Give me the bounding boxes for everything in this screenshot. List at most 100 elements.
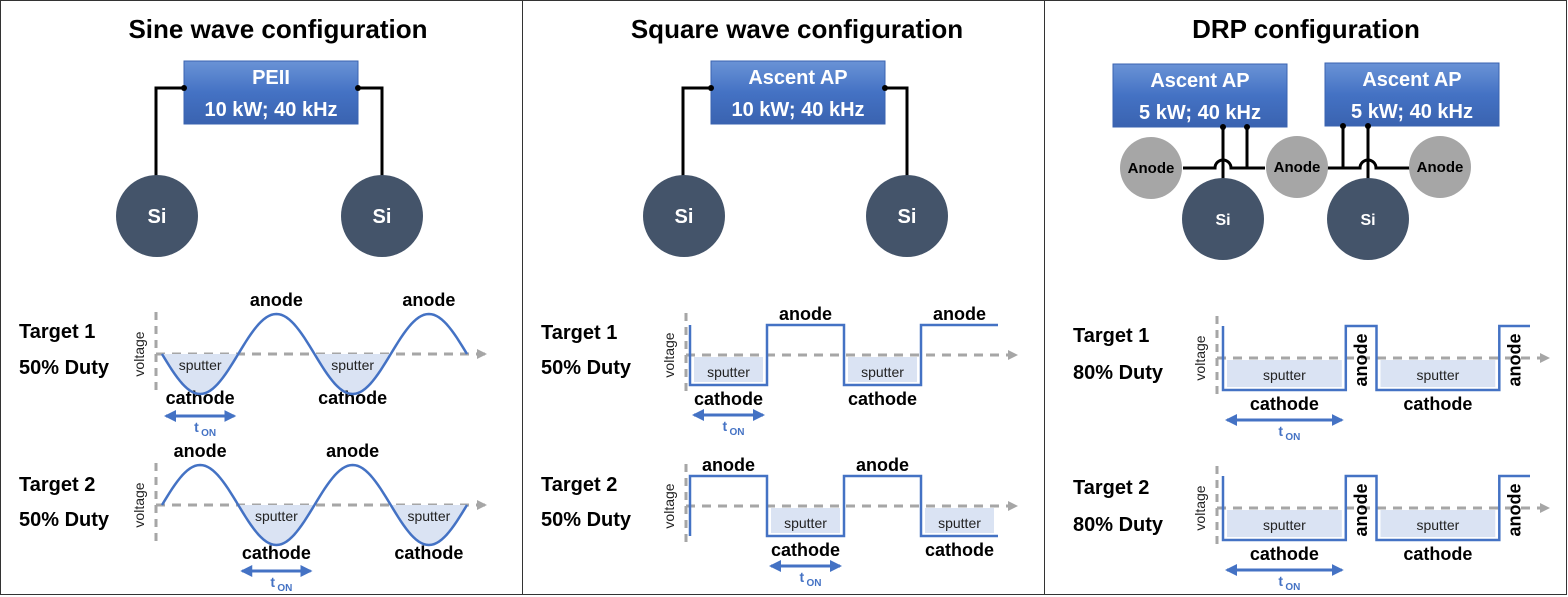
ton-subscript: ON <box>277 583 292 594</box>
cathode-label: cathode <box>1403 544 1472 564</box>
target-label: Target 2 <box>541 474 617 496</box>
wire-right <box>358 86 384 178</box>
panel-drp: DRP configuration Ascent AP 5 kW; 40 kHz… <box>1112 14 1500 260</box>
power-supply-box-2: Ascent AP 5 kW; 40 kHz <box>1324 62 1500 127</box>
axis-label-voltage: voltage <box>661 332 677 377</box>
terminal-dot <box>1244 124 1250 130</box>
anode-circle-3 <box>1409 136 1471 198</box>
square-waveform <box>1221 474 1530 542</box>
panel-square: Square wave configuration Ascent AP 10 k… <box>631 14 963 257</box>
wire-left <box>154 86 184 178</box>
sputter-label: sputter <box>1263 517 1306 533</box>
sputter-region <box>1380 360 1496 387</box>
sputter-region <box>1380 510 1496 537</box>
ton-label: t <box>270 574 275 590</box>
panel-title: Sine wave configuration <box>128 14 427 44</box>
target-si-label: Si <box>675 206 694 228</box>
power-supply-rect <box>1324 62 1500 127</box>
terminal-dot <box>181 85 187 91</box>
target-label: Target 1 <box>19 321 95 343</box>
cathode-label: cathode <box>1250 544 1319 564</box>
anode-label: anode <box>250 290 303 310</box>
square-waveform <box>688 323 998 387</box>
sputter-label: sputter <box>407 508 450 524</box>
square-waveform <box>1221 324 1530 392</box>
target-si-1 <box>643 175 725 257</box>
sputter-label: sputter <box>707 364 750 380</box>
anode-label: anode <box>1504 333 1524 386</box>
axis-label-voltage: voltage <box>1192 335 1208 380</box>
sputter-region <box>238 505 315 545</box>
anode-label: anode <box>779 304 832 324</box>
anode-circle-1 <box>1120 137 1182 199</box>
sine-waveform <box>160 312 469 396</box>
sputter-region <box>1227 360 1342 387</box>
duty-label: 50% Duty <box>541 357 632 379</box>
cathode-label: cathode <box>848 389 917 409</box>
power-supply-box: PEII 10 kW; 40 kHz <box>183 60 359 125</box>
terminal-dot <box>1365 123 1371 129</box>
power-supply-rect <box>183 60 359 125</box>
cathode-label: cathode <box>1250 394 1319 414</box>
power-supply-box-1: Ascent AP 5 kW; 40 kHz <box>1112 63 1288 128</box>
anode-label: Anode <box>1417 159 1464 176</box>
anode-label: Anode <box>1274 159 1321 176</box>
target-si-1 <box>116 175 198 257</box>
cathode-label: cathode <box>694 389 763 409</box>
wire-right <box>885 86 909 178</box>
drp-wiring <box>1183 126 1410 180</box>
sputter-label: sputter <box>1416 367 1459 383</box>
sputter-label: sputter <box>1263 367 1306 383</box>
ton-label: t <box>1278 573 1283 589</box>
ton-label: t <box>1278 423 1283 439</box>
anode-label: anode <box>856 455 909 475</box>
ton-label: t <box>800 569 805 585</box>
wire-left <box>681 86 711 178</box>
duty-label: 50% Duty <box>19 509 110 531</box>
terminal-dot <box>708 85 714 91</box>
target-label: Target 1 <box>541 322 617 344</box>
target-si-label: Si <box>148 206 167 228</box>
target-si-2 <box>866 175 948 257</box>
anode-label: anode <box>174 441 227 461</box>
power-supply-rect <box>710 60 886 125</box>
power-supply-spec: 5 kW; 40 kHz <box>1139 102 1261 124</box>
sputter-label: sputter <box>179 357 222 373</box>
sputter-label: sputter <box>938 515 981 531</box>
duty-label: 80% Duty <box>1073 362 1164 384</box>
target-si-2 <box>1327 178 1409 260</box>
terminal-dot <box>1220 124 1226 130</box>
axis-label-voltage: voltage <box>1192 485 1208 530</box>
terminal-dot <box>1340 123 1346 129</box>
sputter-label: sputter <box>255 508 298 524</box>
anode-label: anode <box>1504 483 1524 536</box>
target-label: Target 2 <box>1073 477 1149 499</box>
sputter-region <box>771 508 840 533</box>
cathode-label: cathode <box>242 543 311 563</box>
target-si-label: Si <box>898 206 917 228</box>
ton-subscript: ON <box>1285 432 1300 443</box>
target-si-2 <box>341 175 423 257</box>
anode-label: anode <box>933 304 986 324</box>
ton-label: t <box>723 418 728 434</box>
target-si-label: Si <box>1215 212 1230 229</box>
anode-circle-2 <box>1266 136 1328 198</box>
duty-label: 50% Duty <box>19 357 110 379</box>
duty-label: 50% Duty <box>541 509 632 531</box>
panel-sine: Sine wave configuration PEII 10 kW; 40 k… <box>116 14 428 257</box>
sputter-region <box>1227 510 1342 537</box>
duty-label: 80% Duty <box>1073 514 1164 536</box>
square-waveform <box>688 474 998 538</box>
axis-label-voltage: voltage <box>131 482 147 527</box>
power-supply-spec: 5 kW; 40 kHz <box>1351 101 1473 123</box>
ton-subscript: ON <box>730 427 745 438</box>
power-supply-spec: 10 kW; 40 kHz <box>731 99 864 121</box>
sputter-region <box>314 354 391 394</box>
anode-label: Anode <box>1128 160 1175 177</box>
anode-label: anode <box>402 290 455 310</box>
target-label: Target 2 <box>19 474 95 496</box>
sputter-region <box>848 357 917 382</box>
power-supply-box: Ascent AP 10 kW; 40 kHz <box>710 60 886 125</box>
anode-label: anode <box>1351 333 1371 386</box>
cathode-label: cathode <box>394 543 463 563</box>
